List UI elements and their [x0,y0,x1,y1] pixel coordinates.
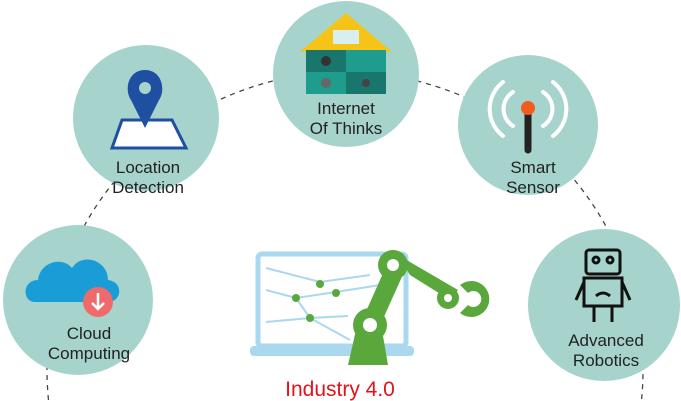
node-label-line2: Robotics [572,351,640,370]
node-label-line1: Advanced [568,331,644,350]
node-label-line2: Sensor [506,178,560,197]
node-advanced-robotics: Advanced Robotics [536,331,676,371]
node-label-line2: Of Thinks [309,119,383,138]
node-iot: Internet Of Thinks [276,99,416,139]
node-location-detection: Location Detection [78,158,218,198]
node-label-line1: Location [115,158,181,177]
node-label-line2: Computing [47,344,131,363]
sensor-icon [487,80,569,154]
industry-laptop-icon [250,250,490,365]
node-label-line1: Smart [510,158,556,177]
node-label-line2: Detection [112,178,184,197]
location-pin-icon [109,70,189,150]
node-label-line1: Internet [317,99,375,118]
node-smart-sensor: Smart Sensor [463,158,603,198]
diagram-title: Industry 4.0 [285,378,395,401]
robot-arm-icon [348,250,490,365]
node-cloud-computing: Cloud Computing [19,324,159,364]
cloud-download-icon [25,259,120,317]
smart-home-icon [300,13,392,94]
robot-icon [574,248,632,322]
node-label-line1: Cloud [66,324,112,343]
